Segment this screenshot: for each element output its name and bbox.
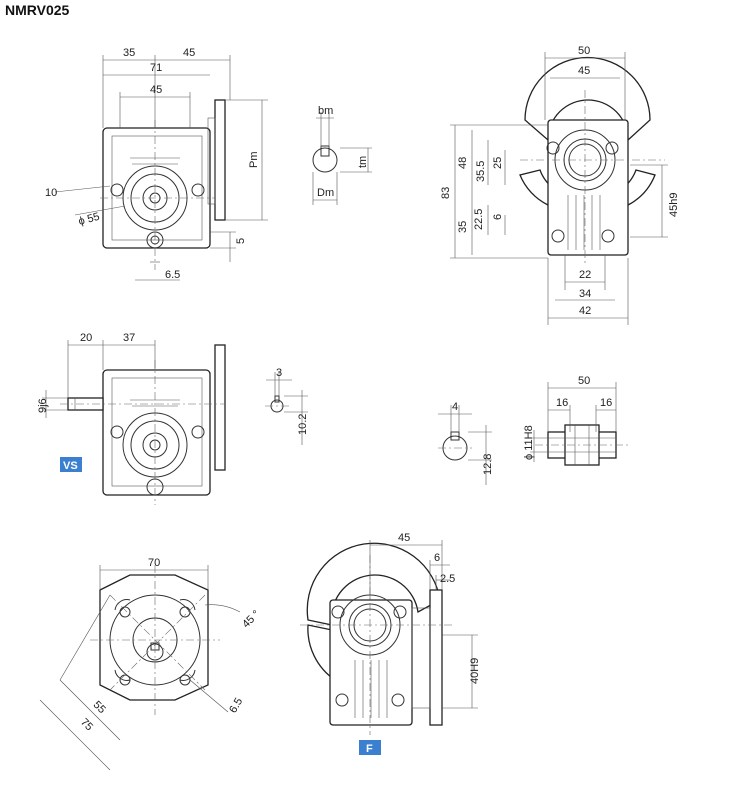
dim-20: 20 — [80, 332, 92, 344]
dim-50: 50 — [578, 375, 590, 387]
dim-25: 25 — [492, 157, 504, 169]
dim-16-left: 16 — [556, 397, 568, 409]
vs-badge: VS — [60, 457, 82, 472]
dim-75: 75 — [78, 716, 95, 733]
dim-45: 45 — [578, 65, 590, 77]
dim-83: 83 — [440, 187, 452, 199]
vs-badge-label: VS — [63, 460, 78, 472]
front-view-vs-dimensions: 20 37 9j6 — [37, 332, 156, 418]
dim-40h9: 40H9 — [469, 658, 481, 684]
dim-45: 45 — [398, 532, 410, 544]
front-view-1-dimensions: 35 45 71 45 Pm 10 ϕ 55 5 6.5 — [45, 47, 268, 281]
dim-22-5: 22.5 — [473, 209, 485, 230]
dim-2-5: 2.5 — [440, 573, 455, 585]
dim-phi-11h8: ϕ 11H8 — [523, 425, 535, 460]
dim-35: 35 — [123, 47, 135, 59]
dim-10: 10 — [45, 187, 57, 199]
side-view-2-dimensions: 50 45 83 48 35.5 25 35 22.5 6 45h9 22 34… — [440, 45, 680, 325]
f-badge: F — [359, 740, 381, 755]
dim-tm: tm — [357, 156, 369, 168]
dim-6-5: 6.5 — [227, 696, 245, 715]
flanged-side-view — [300, 542, 455, 735]
dim-6: 6 — [492, 214, 504, 220]
dim-37: 37 — [123, 332, 135, 344]
dim-45-top: 45 — [183, 47, 195, 59]
dim-34: 34 — [579, 288, 591, 300]
flange-view — [90, 565, 220, 715]
dim-3: 3 — [276, 367, 282, 379]
keyway-detail-3: 4 12.8 — [438, 401, 494, 485]
dim-45-inner: 45 — [150, 84, 162, 96]
keyway-detail-1: bm tm Dm — [312, 105, 372, 205]
dim-71: 71 — [150, 62, 162, 74]
dim-45h9: 45h9 — [668, 193, 680, 217]
dim-35-5: 35.5 — [475, 161, 487, 182]
dim-50: 50 — [578, 45, 590, 57]
dim-6: 6 — [434, 552, 440, 564]
dim-48: 48 — [457, 157, 469, 169]
page-title: NMRV025 — [5, 2, 70, 18]
dim-12-8: 12.8 — [482, 454, 494, 475]
flanged-side-view-dimensions: 45 6 2.5 40H9 — [369, 532, 481, 709]
dim-pm: Pm — [248, 152, 260, 169]
dim-bm: bm — [318, 105, 333, 117]
hollow-shaft: 50 16 16 ϕ 11H8 — [523, 375, 630, 466]
dim-35: 35 — [457, 221, 469, 233]
keyway-detail-2: 3 10.2 — [265, 367, 309, 445]
dim-4: 4 — [452, 401, 458, 413]
dim-phi-55: ϕ 55 — [77, 211, 101, 228]
front-view-1 — [100, 99, 226, 270]
dim-6-5: 6.5 — [165, 269, 180, 281]
dim-70: 70 — [148, 557, 160, 569]
dim-16-right: 16 — [600, 397, 612, 409]
f-badge-label: F — [366, 743, 373, 755]
dim-dm: Dm — [317, 187, 334, 199]
dim-10-2: 10.2 — [297, 414, 309, 435]
dim-42: 42 — [579, 305, 591, 317]
dim-5: 5 — [235, 238, 247, 244]
front-view-vs — [60, 344, 226, 505]
dim-9j6: 9j6 — [37, 398, 49, 413]
side-view-2 — [519, 56, 665, 265]
dim-45-deg: 45 ° — [240, 608, 262, 630]
dim-22: 22 — [579, 269, 591, 281]
